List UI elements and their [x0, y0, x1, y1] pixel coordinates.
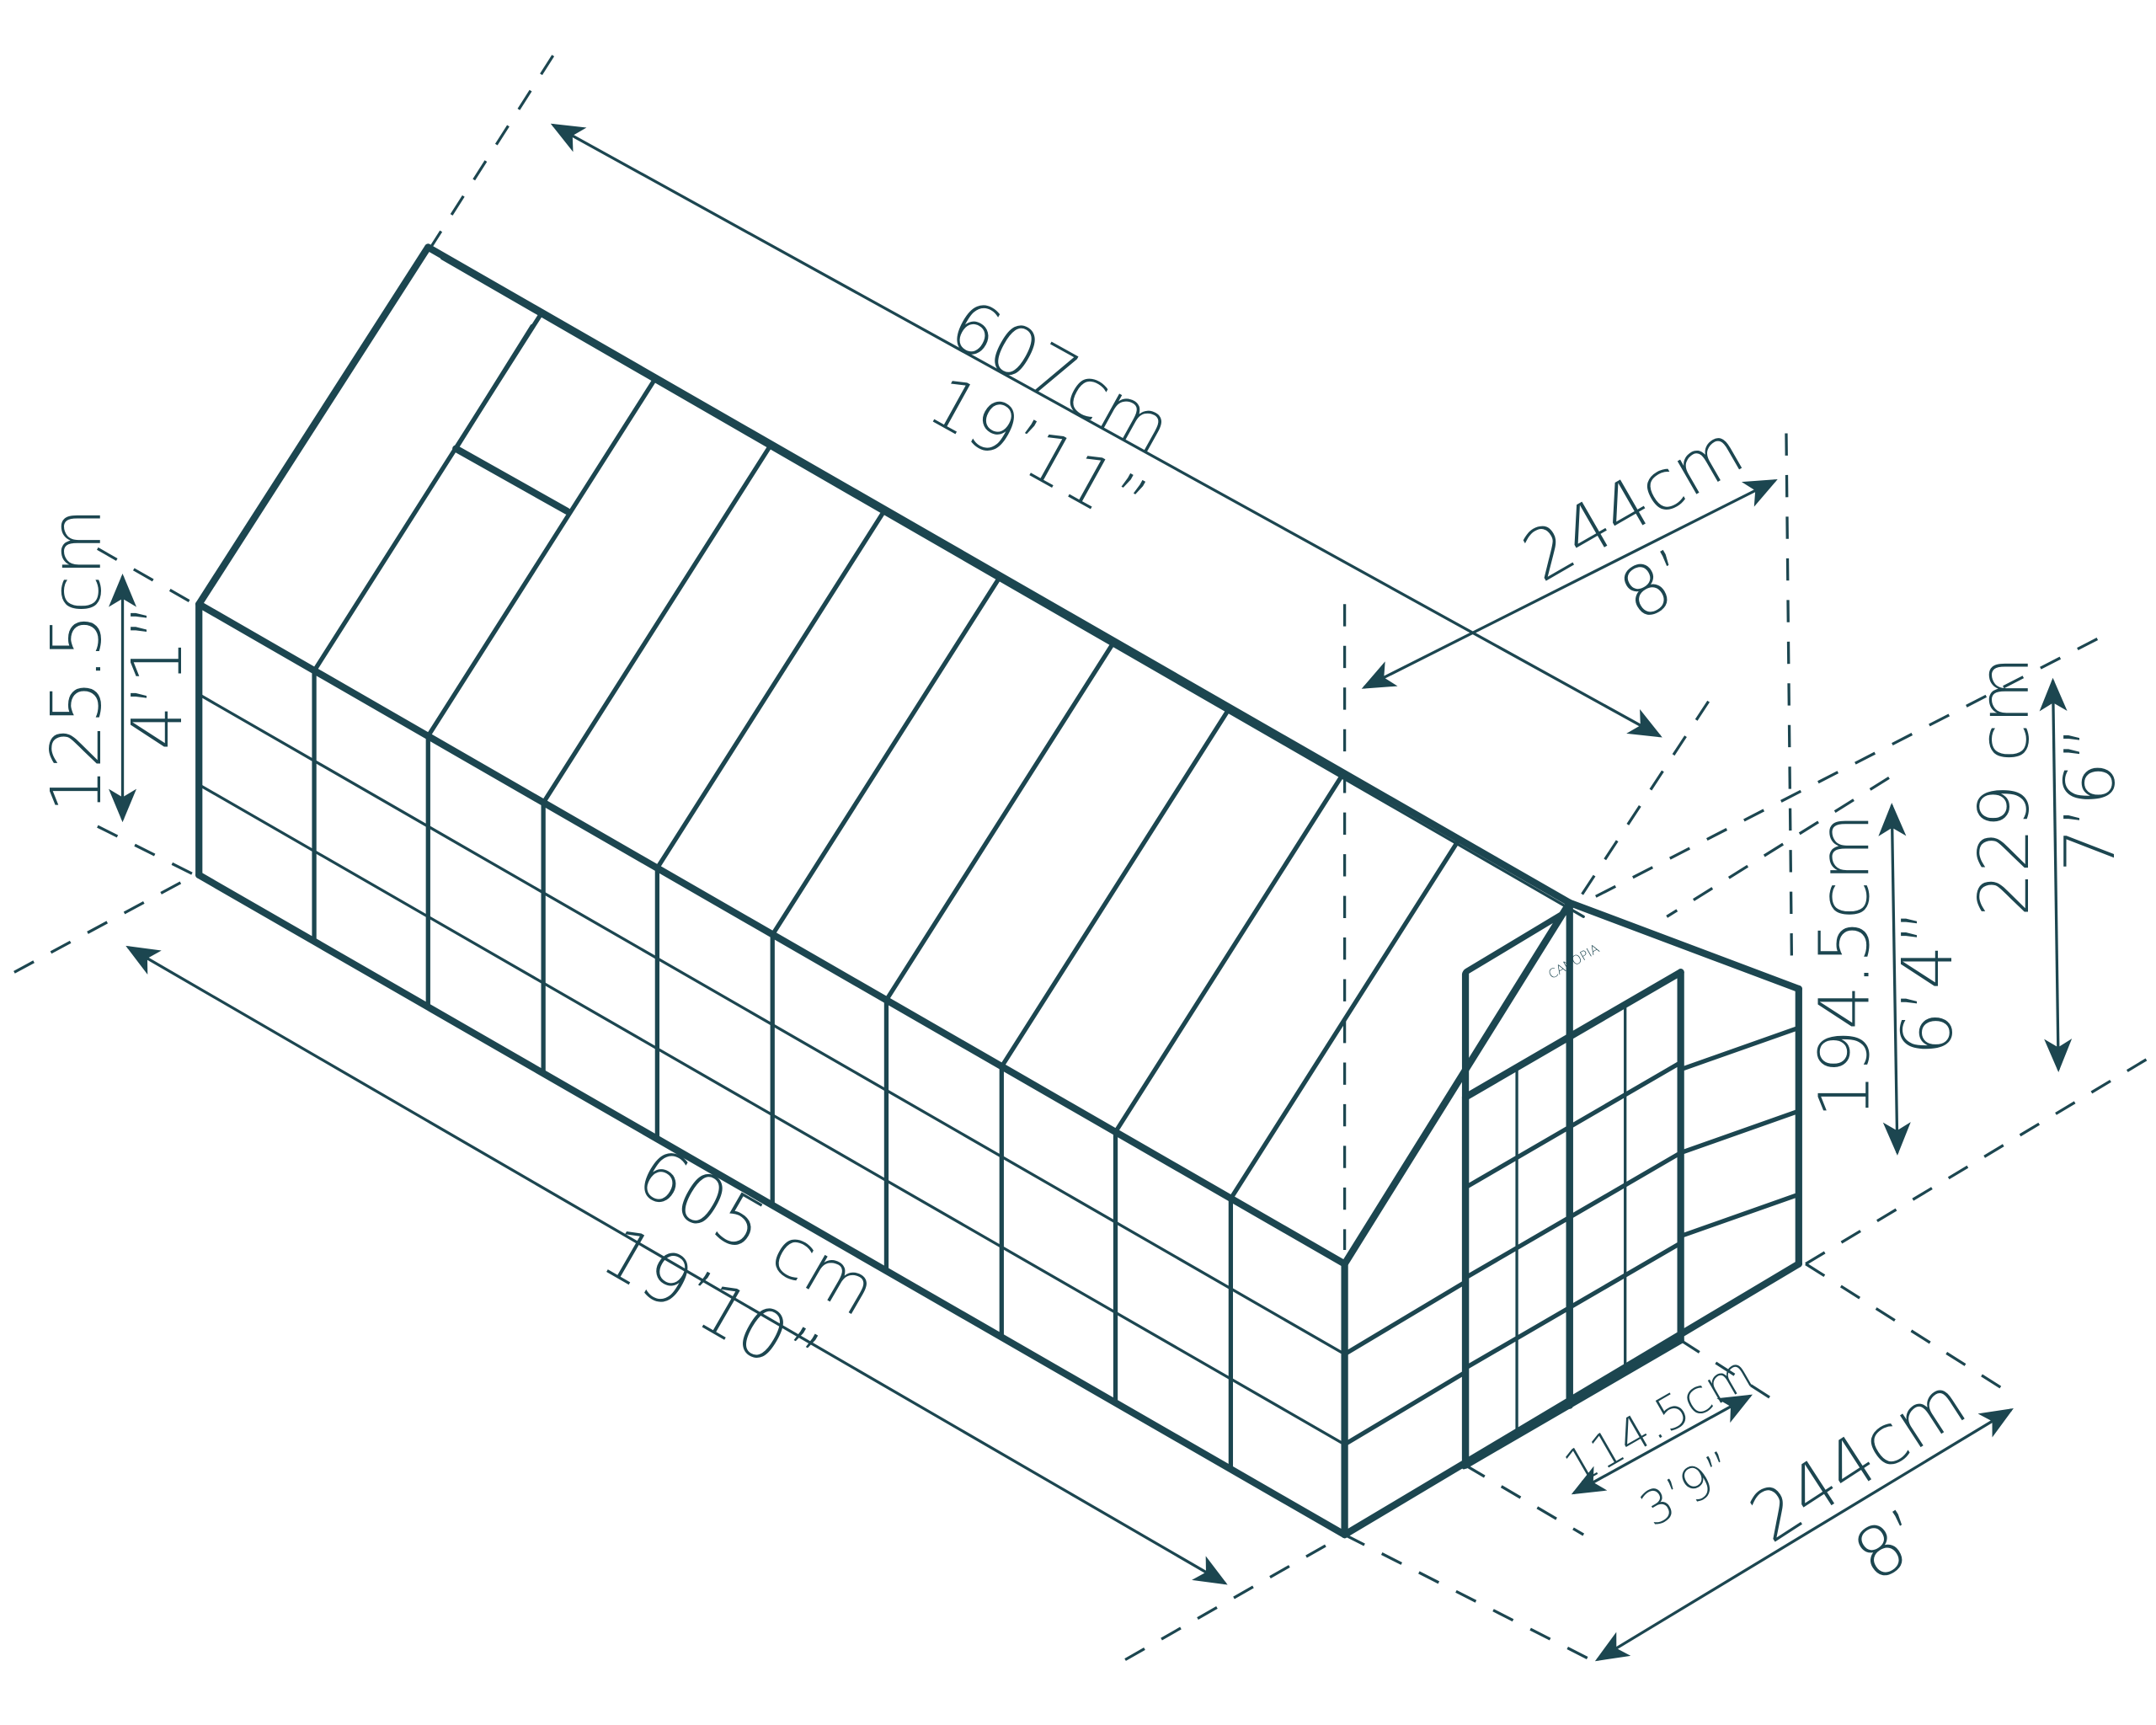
dimension-roof-width: 244cm 8’: [1361, 409, 1778, 689]
dimension-door-height: 194.5cm 6’4”: [1804, 803, 1968, 1156]
door-height-metric: 194.5cm: [1804, 814, 1885, 1119]
side-wall-height-imperial: 4’1”: [117, 604, 198, 750]
side-wall-height-metric: 125.5cm: [36, 508, 117, 813]
door-height-imperial: 6’4”: [1887, 909, 1968, 1055]
dimension-lines: 607cm 19’11” 244cm 8’ 605 cm 19’10” 125.…: [13, 55, 2154, 1669]
dimension-side-wall-height: 125.5cm 4’1”: [36, 508, 198, 823]
dimension-total-height: 229 cm 7’6”: [1964, 656, 2131, 1072]
double-door: [1461, 905, 1684, 1470]
dimension-door-width: 114.5cm 3’9”: [1555, 1345, 1761, 1538]
roof-vent: [452, 323, 571, 515]
total-height-metric: 229 cm: [1964, 656, 2045, 916]
dimension-roof-length: 607cm 19’11”: [550, 123, 1662, 738]
brand-logo: CANOPIA: [1546, 942, 1602, 982]
side-wall: [195, 601, 1348, 1539]
dimension-base-length: 605 cm 19’10”: [125, 945, 1228, 1585]
total-height-imperial: 7’6”: [2050, 726, 2131, 873]
